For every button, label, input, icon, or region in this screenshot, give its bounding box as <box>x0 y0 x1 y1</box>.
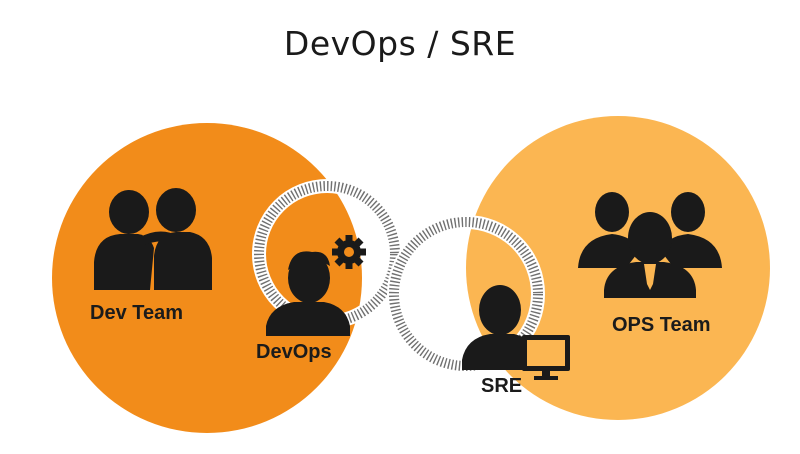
dev-team-label: Dev Team <box>90 302 184 324</box>
gear-icon <box>332 235 366 269</box>
ops-team-label: OPS Team <box>612 314 711 336</box>
person-gear-icon <box>266 251 350 336</box>
sre-label: SRE <box>481 375 523 397</box>
monitor-icon <box>522 335 570 380</box>
three-people-icon <box>578 192 722 298</box>
diagram-title: DevOps / SRE <box>283 24 517 63</box>
two-people-icon <box>94 188 212 290</box>
devops-label: DevOps <box>256 341 332 363</box>
person-monitor-icon <box>462 285 536 370</box>
devops-ring-ticks <box>254 181 400 327</box>
